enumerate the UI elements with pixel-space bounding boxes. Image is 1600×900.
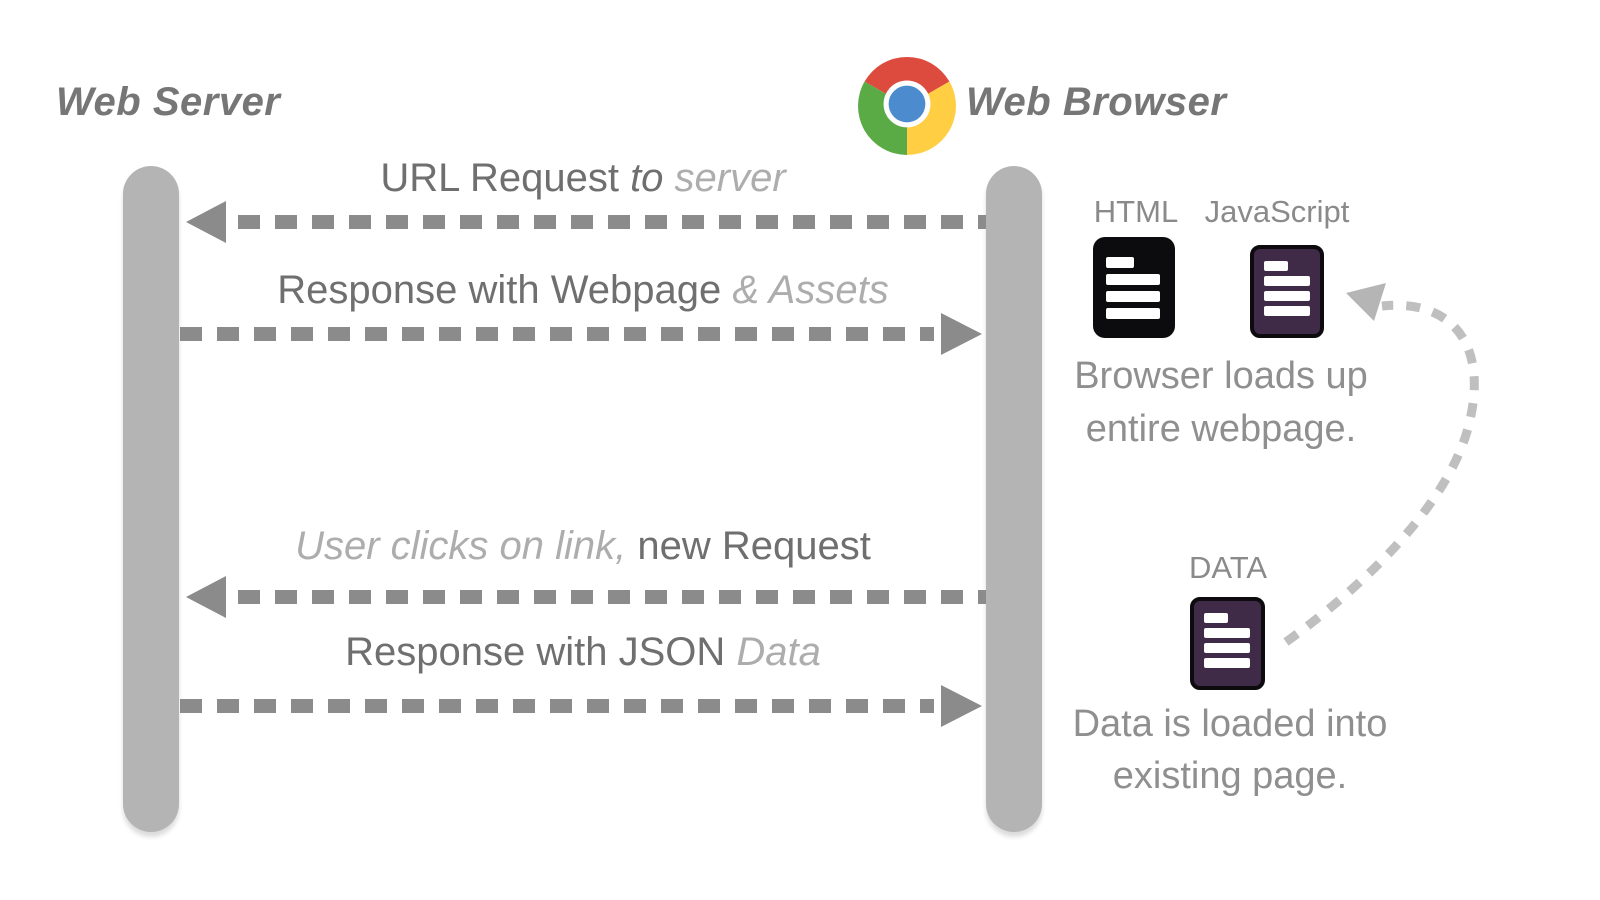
message-label-response-webpage: Response with Webpage & Assets xyxy=(180,268,986,312)
label-part: Data xyxy=(736,630,821,674)
doc-line xyxy=(1106,308,1160,319)
arrowhead-right-2 xyxy=(941,313,982,355)
doc-line xyxy=(1106,291,1160,302)
doc-line xyxy=(1204,658,1250,668)
html-artifact-label: HTML xyxy=(1093,194,1179,229)
caption-browser-loads: Browser loads up entire webpage. xyxy=(1021,350,1421,456)
caption-line: existing page. xyxy=(1112,755,1348,797)
label-part: User clicks on link, xyxy=(295,524,627,568)
data-artifact-label: DATA xyxy=(1188,550,1268,585)
doc-line xyxy=(1264,306,1310,316)
doc-line xyxy=(1264,276,1310,286)
curved-arrowhead xyxy=(1346,283,1386,321)
chrome-blue-center xyxy=(888,85,926,123)
label-part: Response with Webpage xyxy=(277,268,733,312)
chrome-icon xyxy=(858,56,956,155)
label-part: new Request xyxy=(626,524,871,568)
label-part: & Assets xyxy=(732,268,889,312)
caption-line: Browser loads up xyxy=(1074,355,1368,397)
label-part: to xyxy=(630,156,664,200)
doc-line xyxy=(1204,628,1250,638)
javascript-artifact-label: JavaScript xyxy=(1204,194,1350,229)
label-part: Response with JSON xyxy=(345,630,737,674)
message-label-response-json: Response with JSON Data xyxy=(180,630,986,674)
browser-lifeline xyxy=(986,166,1042,832)
caption-data-loaded: Data is loaded into existing page. xyxy=(1030,698,1430,802)
doc-line xyxy=(1106,274,1160,285)
server-lifeline xyxy=(123,166,179,832)
web-browser-label: Web Browser xyxy=(966,80,1227,124)
arrowhead-left-1 xyxy=(186,201,226,243)
javascript-document-icon xyxy=(1250,245,1324,338)
message-label-url-request: URL Request to server xyxy=(180,156,986,200)
arrowhead-right-4 xyxy=(941,685,982,727)
arrowhead-left-3 xyxy=(186,576,226,618)
doc-line xyxy=(1204,613,1228,623)
doc-line xyxy=(1264,291,1310,301)
caption-line: entire webpage. xyxy=(1085,408,1357,450)
html-document-icon xyxy=(1093,237,1175,338)
message-label-new-request: User clicks on link, new Request xyxy=(180,524,986,568)
caption-line: Data is loaded into xyxy=(1072,703,1388,745)
doc-line xyxy=(1264,261,1288,271)
label-part: server xyxy=(663,156,786,200)
doc-line xyxy=(1106,257,1134,268)
doc-line xyxy=(1204,643,1250,653)
label-part: URL Request xyxy=(380,156,631,200)
data-document-icon xyxy=(1190,597,1265,690)
web-server-label: Web Server xyxy=(56,80,281,124)
